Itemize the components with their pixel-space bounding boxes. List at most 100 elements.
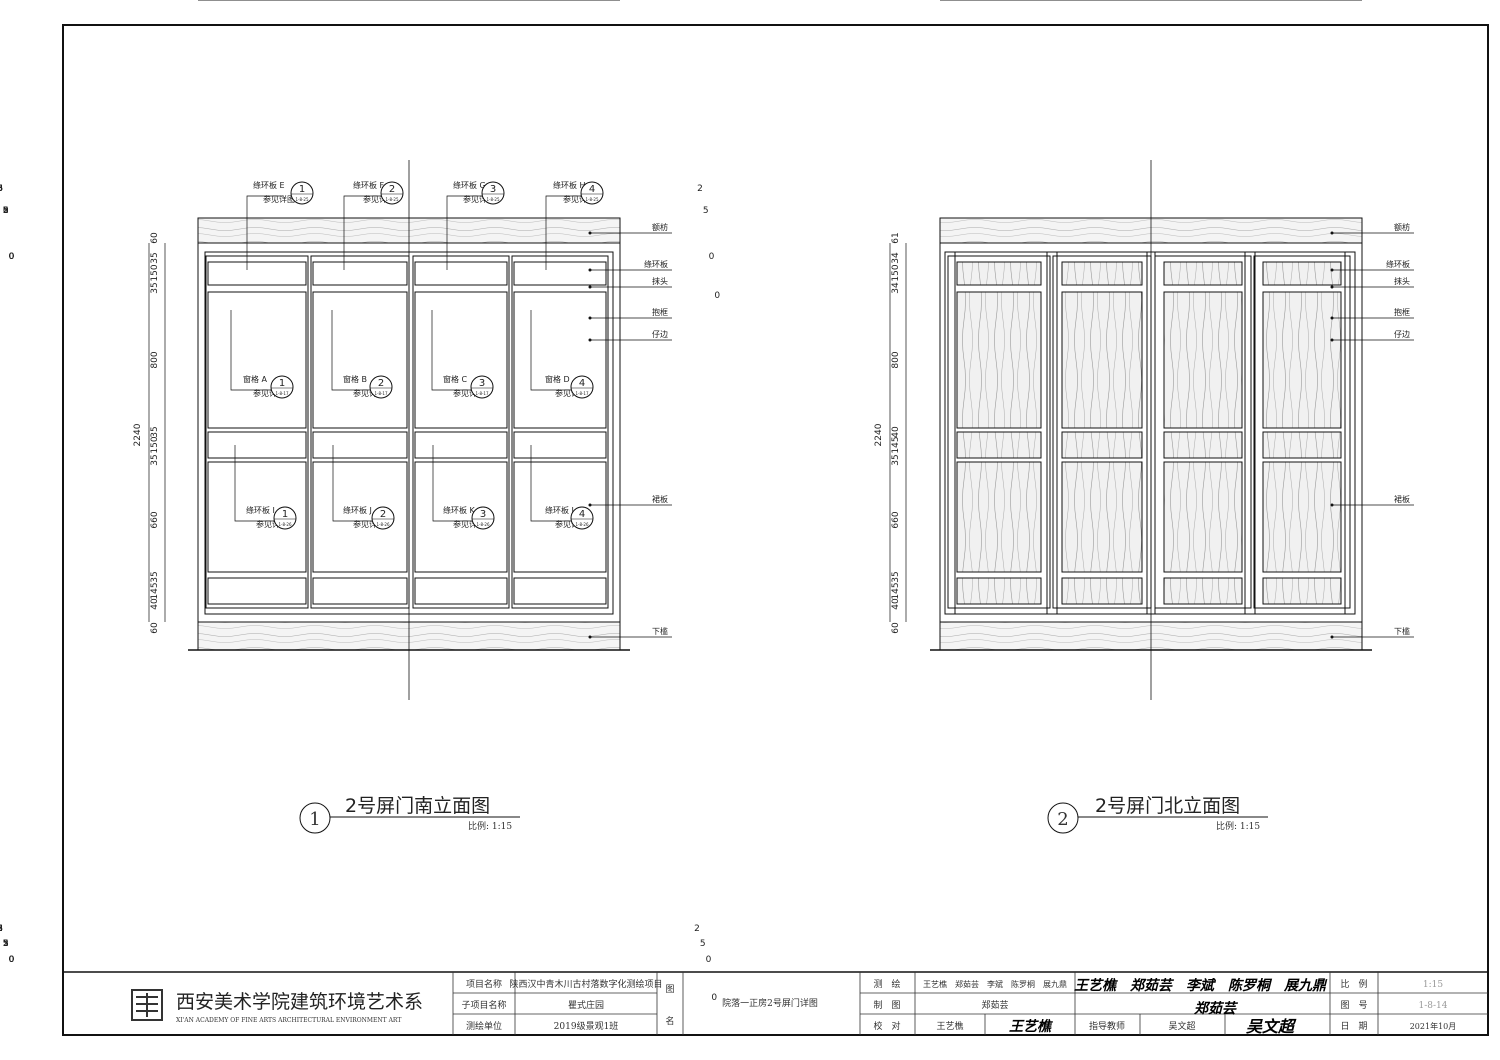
panel: [1262, 431, 1342, 459]
component-label: 抱框: [652, 307, 668, 317]
panel: [1061, 261, 1143, 286]
detail-ref-sheet: 1-8-17: [374, 391, 388, 396]
check-label: 校 对: [873, 1020, 900, 1032]
leader-dot: [1330, 268, 1334, 272]
dim-text: 40: [891, 598, 901, 610]
detail-ref-circle: [470, 375, 494, 399]
project-value: 陕西汉中青木川古村落数字化测绘项目: [509, 978, 662, 990]
callout-note: 参见详图: [256, 519, 288, 529]
callout-name: 绦环板 L: [545, 505, 577, 515]
date-label: 日 期: [1340, 1021, 1367, 1032]
view-title-north: 2 2号屏门北立面图 比例: 1:15: [1047, 795, 1268, 834]
callout-name: 窗格 A: [243, 374, 268, 384]
dim-text: 60: [150, 232, 160, 244]
detail-ref-circle: [270, 375, 294, 399]
dim-text: 34: [891, 252, 901, 264]
dim-text: 145: [150, 582, 160, 599]
door-post: [944, 251, 956, 615]
callout-note: 参见详图: [353, 388, 385, 398]
callout-note: 参见详图: [353, 519, 385, 529]
drafter: 郑茹芸: [981, 999, 1008, 1011]
callout-note: 参见详图: [453, 388, 485, 398]
drawing-name-label: 图: [665, 984, 674, 995]
dim-text: 150: [150, 436, 160, 453]
subproject-value: 瞿式庄园: [568, 999, 604, 1011]
leader-dot: [1330, 316, 1334, 320]
door-leaf: [511, 255, 609, 609]
view-title: 2号屏门北立面图: [1095, 795, 1240, 817]
callout-name: 绦环板 F: [353, 180, 385, 190]
callout-note: 参见详图: [253, 388, 285, 398]
callout-note: 参见详图: [363, 194, 395, 204]
door-post: [1046, 251, 1058, 615]
unit-value: 2019级景观1班: [554, 1020, 619, 1032]
institution-name: 西安美术学院建筑环境艺术系: [176, 991, 423, 1013]
callout-note: 参见详图: [263, 194, 295, 204]
advisor-signature: 吴文超: [1246, 1017, 1297, 1036]
panel: [1262, 291, 1342, 429]
callout-leader: [246, 195, 283, 270]
detail-ref-number: 1: [279, 378, 285, 389]
view-scale: 比例: 1:15: [1216, 820, 1260, 832]
panel: [1262, 261, 1342, 286]
panel: [956, 577, 1042, 605]
dim-text: 800: [150, 351, 160, 368]
component-label: 裙板: [1394, 494, 1410, 504]
callout-name: 窗格 C: [443, 374, 468, 384]
callout-leader: [331, 310, 373, 391]
component-label: 抹头: [652, 276, 668, 286]
draw-signature: 郑茹芸: [1193, 1000, 1239, 1017]
detail-ref-circle: [471, 506, 495, 530]
door-leaf: [412, 255, 510, 609]
component-label: 抱框: [1394, 307, 1410, 317]
detail-ref-sheet: 1-8-26: [278, 522, 292, 527]
dim-text: 60: [150, 622, 160, 634]
detail-ref-circle: [380, 181, 404, 205]
detail-ref-number: 1: [299, 184, 305, 195]
sheet-number: 1-8-14: [1419, 1001, 1448, 1011]
panel: [1163, 291, 1243, 429]
panel: [1163, 577, 1243, 605]
detail-ref-sheet: 1-8-26: [476, 522, 490, 527]
detail-ref-sheet: 1-8-17: [575, 391, 589, 396]
component-label: 绦环板: [644, 259, 668, 269]
callout-note: 参见详图: [453, 519, 485, 529]
drawing-name: 院落一正房2号屏门详图: [722, 997, 818, 1009]
view-scale: 比例: 1:15: [468, 820, 512, 832]
dim-text: 60: [891, 622, 901, 634]
panel: [956, 431, 1042, 459]
detail-ref-circle: [580, 181, 604, 205]
panel: [207, 431, 307, 459]
dim-text: 35: [891, 571, 901, 582]
dim-text: 35: [150, 454, 160, 465]
detail-ref-number: 2: [378, 378, 384, 389]
door-leaf: [1253, 255, 1351, 609]
callout-leader: [446, 195, 483, 270]
leader-dot: [588, 635, 592, 639]
panel: [956, 261, 1042, 286]
callout-name: 窗格 D: [545, 374, 570, 384]
component-label: 绦环板: [1386, 259, 1410, 269]
callout-name: 绦环板 E: [253, 180, 285, 190]
door-leaf: [1154, 255, 1252, 609]
south-elevation: 额枋绦环板抹头抱框仔边裙板下槛6035150358003515035660351…: [0, 0, 720, 700]
component-label: 额枋: [1394, 222, 1410, 232]
detail-ref-number: 3: [480, 509, 486, 520]
detail-ref-number: 2: [380, 509, 386, 520]
callout-note: 参见详图: [555, 388, 587, 398]
detail-ref-sheet: 1-8-25: [486, 197, 500, 202]
dim-text: 34: [891, 282, 901, 294]
dim-text: 150: [150, 264, 160, 281]
scale-label: 比 例: [1340, 978, 1367, 990]
scale-value: 1:15: [1423, 980, 1443, 990]
callout-leader: [234, 445, 276, 522]
panel: [1262, 461, 1342, 573]
dim-text: 25: [0, 924, 9, 949]
sheet-label: 图 号: [1340, 1000, 1367, 1011]
dim-text: 35: [150, 426, 160, 437]
panel: [1163, 261, 1243, 286]
institution-name-en: XI'AN ACADEMY OF FINE ARTS ARCHITECTURAL…: [176, 1017, 401, 1024]
callout-name: 绦环板 G: [453, 180, 486, 190]
door-leaf: [205, 255, 309, 609]
panel: [414, 291, 508, 429]
